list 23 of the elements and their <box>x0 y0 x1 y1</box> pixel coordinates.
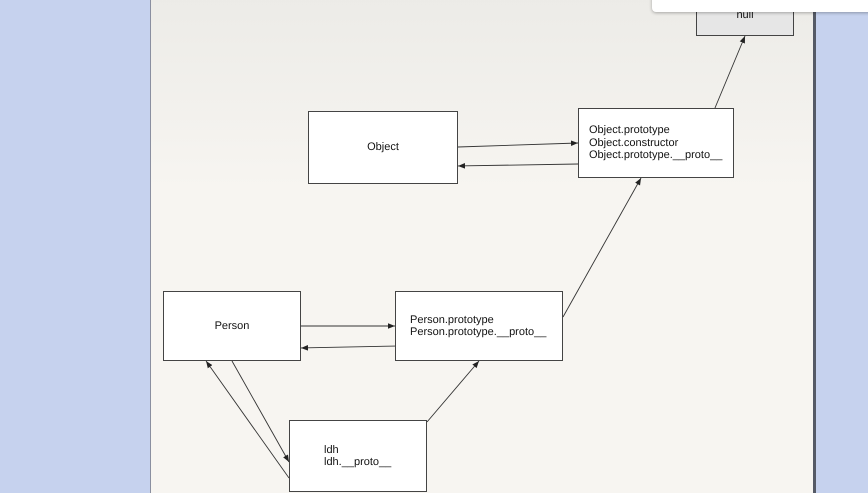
node-text: Object.constructor <box>589 136 680 150</box>
node-text: Object.prototype <box>589 124 671 137</box>
arrow <box>300 345 396 351</box>
node-text: Person.prototype.__proto__ <box>410 326 548 338</box>
arrow <box>458 163 578 169</box>
node-text: Person.prototype <box>410 314 495 326</box>
box <box>163 291 301 361</box>
node-text: Object <box>367 141 399 154</box>
box <box>395 291 563 361</box>
arrow <box>562 178 642 318</box>
node-text: Object.prototype.__proto__ <box>589 149 724 162</box>
arrow <box>232 360 290 462</box>
node-text: ldh <box>324 444 340 456</box>
node-text: ldh.__proto__ <box>324 456 392 468</box>
box <box>578 108 734 178</box>
box <box>308 111 458 184</box>
box <box>289 420 427 492</box>
arrow <box>458 140 578 148</box>
arrow <box>714 36 746 108</box>
node-text: Person <box>214 320 250 332</box>
arrow <box>206 360 290 478</box>
arrow <box>426 360 480 422</box>
arrow <box>300 323 396 329</box>
